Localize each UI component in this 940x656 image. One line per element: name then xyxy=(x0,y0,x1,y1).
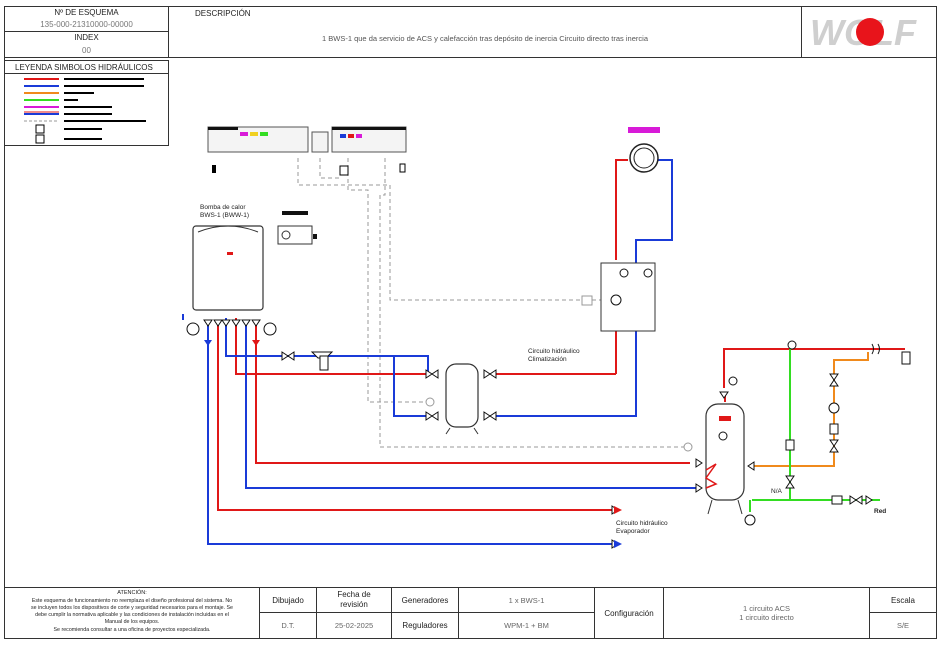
wolf-logo: WOLF xyxy=(810,12,928,53)
logo-box xyxy=(801,6,937,58)
heat-pump-unit xyxy=(192,211,317,311)
evap-label-2: Evaporador xyxy=(616,528,650,535)
leyenda-label: LEYENDA SIMBOLOS HIDRÁULICOS xyxy=(15,63,153,72)
atencion-text-3: debe cumplir la normativa aplicable y la… xyxy=(35,612,229,618)
descripcion-value: 1 BWS-1 que da servicio de ACS y calefac… xyxy=(322,34,648,43)
escala-value-box xyxy=(869,612,937,639)
na-label: N/A xyxy=(771,488,782,495)
fecha-value: 25-02-2025 xyxy=(334,621,374,630)
dhw-tank xyxy=(683,403,756,526)
atencion-text-5: Se recomienda consultar a una oficina de… xyxy=(53,627,211,633)
controller-strip xyxy=(207,126,407,176)
reguladores-label: Reguladores xyxy=(402,621,448,630)
clim-label-1: Circuito hidráulico xyxy=(528,348,580,355)
descripcion-label: DESCRIPCIÓN xyxy=(195,9,251,18)
generadores-value: 1 x BWS-1 xyxy=(508,596,545,605)
dibujado-label: Dibujado xyxy=(272,596,304,605)
clim-label-2: Climatización xyxy=(528,356,567,363)
escala-value: S/E xyxy=(896,621,910,630)
bomba-label-2: BWS-1 (BWW-1) xyxy=(200,212,249,219)
dibujado-value: D.T. xyxy=(281,621,295,630)
configuracion-label: Configuración xyxy=(604,609,654,618)
buffer-tank xyxy=(425,363,479,435)
red-label: Red xyxy=(874,508,887,515)
legend-symbols xyxy=(24,78,146,144)
leyenda-divider xyxy=(4,73,169,74)
fecha-label-1: Fecha de xyxy=(337,590,371,599)
config-value-2: 1 circuito directo xyxy=(739,613,794,622)
escala-label: Escala xyxy=(890,596,915,605)
index-value: 00 xyxy=(82,46,91,55)
generadores-label: Generadores xyxy=(401,596,449,605)
hydraulic-diagram xyxy=(182,126,911,549)
index-label: INDEX xyxy=(74,33,99,42)
esquema-value: 135-000-21310000-00000 xyxy=(40,20,133,29)
atencion-title: ATENCIÓN: xyxy=(117,590,147,596)
reguladores-value: WPM-1 + BM xyxy=(504,621,549,630)
config-value-1: 1 circuito ACS xyxy=(742,604,791,613)
evap-label-1: Circuito hidráulico xyxy=(616,520,668,527)
fan-coil xyxy=(628,127,660,173)
esquema-label: Nº DE ESQUEMA xyxy=(54,8,119,17)
atencion-text-1: Este esquema de funcionamiento no reempl… xyxy=(31,598,233,604)
atencion-text-4: Manual de los equipos. xyxy=(104,619,160,625)
atencion-text-2: se incluyen todos los dispositivos de co… xyxy=(31,605,233,611)
fecha-label-2: revisión xyxy=(340,600,368,609)
bomba-label-1: Bomba de calor xyxy=(200,204,246,211)
